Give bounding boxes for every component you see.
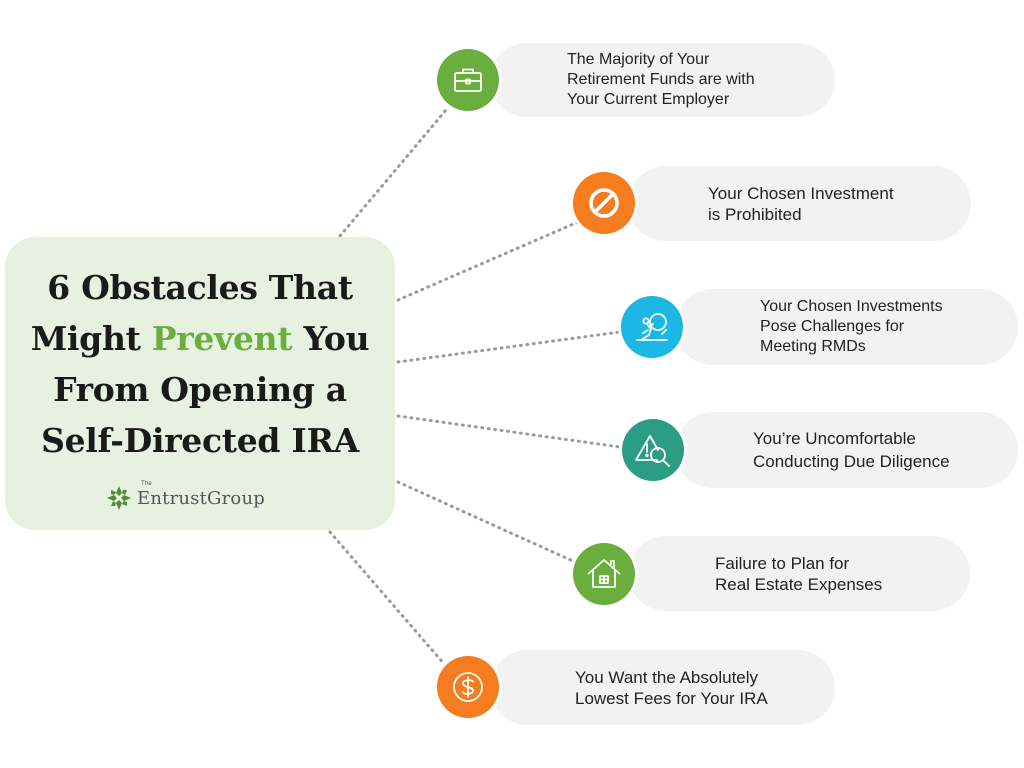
obstacle-2: Your Chosen Investment is Prohibited <box>628 166 971 241</box>
title-line-3: From Opening a <box>53 370 347 409</box>
obstacle-4-text: You’re Uncomfortable Conducting Due Dili… <box>753 429 950 471</box>
obstacle-4: You’re Uncomfortable Conducting Due Dili… <box>675 412 1018 488</box>
connector-3 <box>396 330 622 364</box>
obstacle-1-text: The Majority of Your Retirement Funds ar… <box>567 51 755 108</box>
obstacle-5: Failure to Plan for Real Estate Expenses <box>628 536 970 611</box>
obstacle-1-badge <box>434 46 502 114</box>
connector-2 <box>396 220 580 302</box>
obstacle-1: The Majority of Your Retirement Funds ar… <box>490 43 835 117</box>
obstacle-3-text: Your Chosen Investments Pose Challenges … <box>760 298 943 355</box>
title-accent-word: Prevent <box>151 319 293 358</box>
briefcase-icon <box>454 68 482 92</box>
dollar-icon <box>453 672 483 702</box>
entrust-group-logo: The EntrustGroup <box>105 481 295 513</box>
logo-wordmark: The EntrustGroup <box>137 481 265 509</box>
title-line-2-end: You <box>292 319 370 358</box>
logo-name: EntrustGroup <box>137 487 265 509</box>
connector-5 <box>396 480 577 564</box>
logo-the: The <box>141 480 152 487</box>
title-line-4: Self-Directed IRA <box>41 421 359 460</box>
obstacle-6-text: You Want the Absolutely Lowest Fees for … <box>575 667 768 708</box>
title-card: 6 Obstacles That Might Prevent You From … <box>5 237 395 530</box>
house-icon <box>587 559 621 588</box>
obstacle-4-badge <box>619 416 687 484</box>
obstacle-5-text: Failure to Plan for Real Estate Expenses <box>715 553 883 594</box>
obstacle-3-badge <box>618 293 686 361</box>
logo-leaf-icon <box>107 486 131 510</box>
connector-4 <box>396 414 622 449</box>
obstacle-6: You Want the Absolutely Lowest Fees for … <box>490 650 835 725</box>
prohibited-icon <box>589 188 619 218</box>
warning-magnifier-icon <box>635 435 670 467</box>
obstacle-2-text: Your Chosen Investment is Prohibited <box>708 183 894 224</box>
connector-1 <box>338 108 448 238</box>
obstacle-2-badge <box>570 169 638 237</box>
obstacle-6-badge <box>434 653 502 721</box>
title-line-2: Might Prevent You <box>5 313 395 364</box>
obstacle-3: Your Chosen Investments Pose Challenges … <box>675 289 1018 365</box>
person-pushing-boulder-icon <box>636 313 668 341</box>
connector-6 <box>328 530 447 667</box>
main-title: 6 Obstacles That Might Prevent You From … <box>5 262 395 466</box>
title-line-1: 6 Obstacles That <box>47 268 353 307</box>
obstacle-5-badge <box>570 540 638 608</box>
title-line-2-start: Might <box>30 319 152 358</box>
